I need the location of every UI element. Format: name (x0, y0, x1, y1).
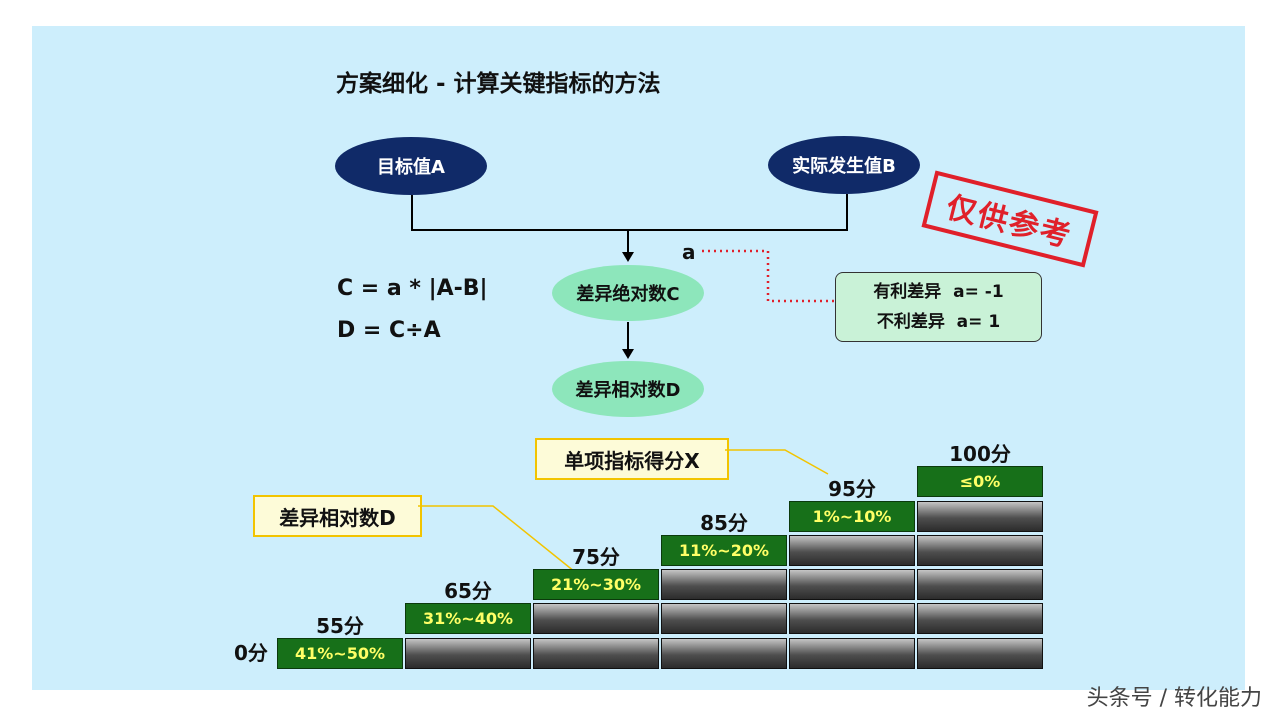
variance-sign-box: 有利差异 a= -1 不利差异 a= 1 (835, 272, 1042, 342)
connector-horizontal (411, 229, 848, 231)
stair-gray-cell (917, 569, 1043, 601)
stair-score-label: 55分 (316, 613, 364, 638)
stair-score-label: 85分 (700, 510, 748, 535)
stair-range-cell: 31%~40% (405, 603, 531, 635)
stair-range-cell: 21%~30% (533, 569, 659, 601)
formula-d: D = C÷A (337, 318, 441, 343)
dotted-connector (702, 249, 836, 303)
page-title: 方案细化 - 计算关键指标的方法 (336, 71, 661, 97)
arrow-down-icon (622, 349, 634, 359)
stair-gray-cell (789, 603, 915, 635)
stair-gray-cell (917, 603, 1043, 635)
stair-gray-cell (917, 534, 1043, 566)
zero-score-label: 0分 (234, 641, 268, 665)
stair-gray-cell (661, 603, 787, 635)
rel-diff-callout: 差异相对数D (253, 495, 422, 537)
connector-left-vertical (411, 195, 413, 230)
stair-gray-cell (917, 500, 1043, 532)
favorable-variance-text: 有利差异 a= -1 (873, 282, 1004, 302)
stair-range-cell: 41%~50% (277, 637, 403, 669)
stair-gray-cell (661, 637, 787, 669)
stair-score-label: 100分 (949, 442, 1011, 467)
stair-score-label: 75分 (572, 545, 620, 570)
watermark: 头条号 / 转化能力 (1086, 686, 1262, 711)
arrow-down-icon (622, 252, 634, 262)
stair-gray-cell (533, 637, 659, 669)
stair-gray-cell (533, 603, 659, 635)
stair-range-cell: 1%~10% (789, 500, 915, 532)
stair-score-label: 65分 (444, 579, 492, 604)
actual-value-node: 实际发生值B (768, 136, 920, 194)
connector-down-to-c (627, 229, 629, 253)
stair-gray-cell (917, 637, 1043, 669)
stair-score-label: 95分 (828, 476, 876, 501)
stair-gray-cell (405, 637, 531, 669)
stair-gray-cell (661, 569, 787, 601)
unfavorable-variance-text: 不利差异 a= 1 (876, 312, 1001, 332)
stair-gray-cell (789, 637, 915, 669)
a-label: a (682, 240, 696, 264)
rel-diff-node: 差异相对数D (552, 361, 704, 417)
abs-diff-node: 差异绝对数C (552, 265, 704, 321)
stair-range-cell: ≤0% (917, 466, 1043, 498)
stair-gray-cell (789, 534, 915, 566)
target-value-node: 目标值A (335, 137, 487, 195)
formula-c: C = a * |A-B| (337, 276, 488, 301)
score-callout: 单项指标得分X (535, 438, 729, 480)
stair-gray-cell (789, 569, 915, 601)
stair-range-cell: 11%~20% (661, 534, 787, 566)
connector-right-vertical (846, 194, 848, 230)
connector-down-to-d (627, 322, 629, 350)
